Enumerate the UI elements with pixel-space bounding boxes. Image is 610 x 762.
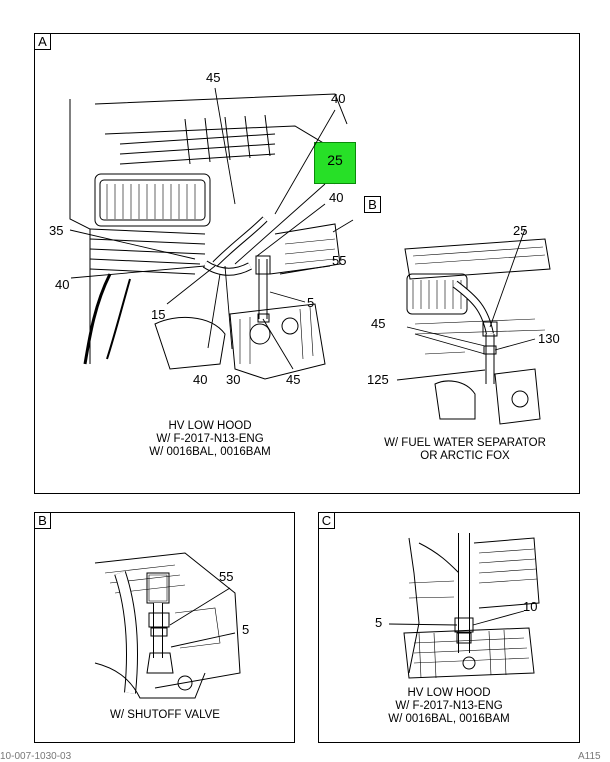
- page-code: A115: [578, 751, 601, 762]
- view-ref-label: B: [368, 197, 377, 212]
- callout-30: 30: [226, 372, 241, 387]
- panel-b-letter: B: [35, 513, 51, 529]
- callout-5-b: 5: [242, 622, 250, 637]
- caption-line: W/ F-2017-N13-ENG: [395, 700, 503, 712]
- callout-35: 35: [49, 223, 64, 238]
- panel-b-illustration: [94, 552, 241, 699]
- panel-a-caption-side: W/ FUEL WATER SEPARATOR OR ARCTIC FOX: [370, 437, 560, 463]
- callout-45-side: 45: [371, 316, 386, 331]
- panel-a: A: [34, 33, 580, 494]
- panel-a-letter: A: [35, 34, 51, 50]
- panel-b-caption: W/ SHUTOFF VALVE: [75, 709, 255, 722]
- callout-40-bottom: 40: [193, 372, 208, 387]
- callout-25-highlight: 25: [314, 142, 356, 184]
- callout-25-side: 25: [513, 223, 528, 238]
- panel-a-caption-main: HV LOW HOOD W/ F-2017-N13-ENG W/ 0016BAL…: [130, 420, 290, 459]
- callout-5: 5: [307, 295, 315, 310]
- panel-c: C 5 10 HV LOW HOOD W/ F-2017-N13-ENG W/ …: [318, 512, 580, 743]
- callout-125: 125: [367, 372, 389, 387]
- callout-25-highlight-label: 25: [327, 152, 343, 168]
- caption-line: W/ 0016BAL, 0016BAM: [149, 446, 271, 458]
- callout-40-mid: 40: [329, 190, 344, 205]
- panel-a-leaders: [69, 87, 536, 381]
- callout-10-c: 10: [523, 599, 538, 614]
- panel-a-illustration: [69, 93, 551, 425]
- caption-line: W/ SHUTOFF VALVE: [110, 709, 220, 721]
- callout-40-top: 40: [331, 91, 346, 106]
- callout-45-bottom: 45: [286, 372, 301, 387]
- caption-line: W/ F-2017-N13-ENG: [156, 433, 264, 445]
- panel-c-illustration: [388, 533, 540, 679]
- callout-40-left: 40: [55, 277, 70, 292]
- callout-5-c: 5: [375, 615, 383, 630]
- callout-15: 15: [151, 307, 166, 322]
- callout-55-b: 55: [219, 569, 234, 584]
- panel-c-letter: C: [319, 513, 335, 529]
- drawing-number: 10-007-1030-03: [0, 751, 72, 762]
- caption-line: HV LOW HOOD: [407, 687, 491, 699]
- caption-line: W/ FUEL WATER SEPARATOR: [384, 437, 546, 449]
- caption-line: HV LOW HOOD: [168, 420, 252, 432]
- caption-line: W/ 0016BAL, 0016BAM: [388, 713, 510, 725]
- callout-45-top: 45: [206, 70, 221, 85]
- view-ref-box: B: [364, 196, 381, 213]
- caption-line: OR ARCTIC FOX: [420, 450, 510, 462]
- panel-b: B 55 5 W/ SHUTOFF VALVE: [34, 512, 295, 743]
- callout-130: 130: [538, 331, 560, 346]
- callout-55: 55: [332, 253, 347, 268]
- panel-c-caption: HV LOW HOOD W/ F-2017-N13-ENG W/ 0016BAL…: [364, 687, 534, 726]
